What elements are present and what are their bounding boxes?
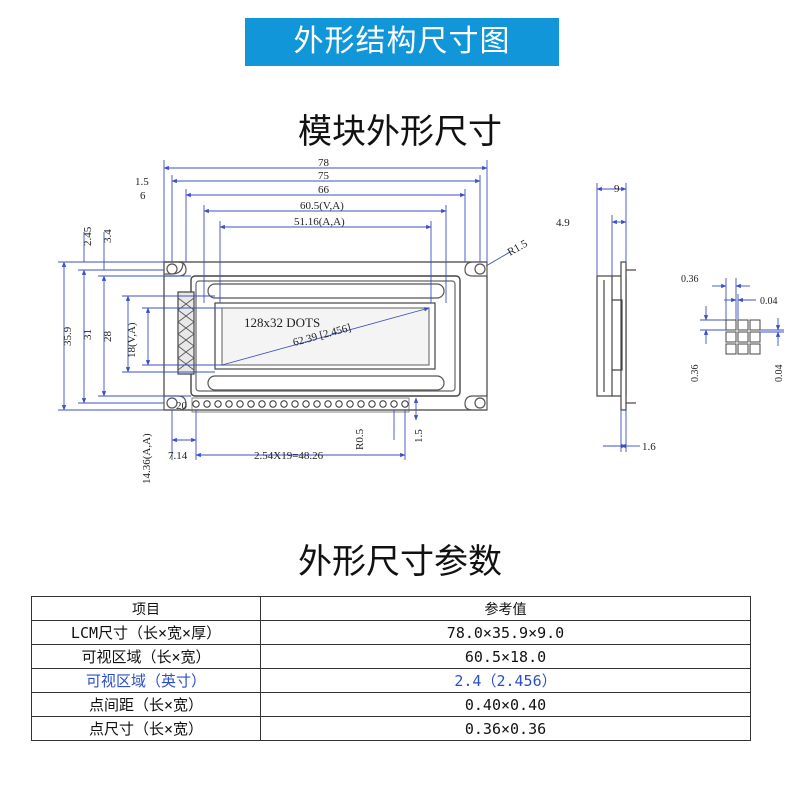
dim-va-height: 18(V,A) [126,322,138,358]
dim-hole-offset: 6 [140,190,146,202]
dim-height-28: 28 [102,331,114,343]
dim-pin-length: 1.5 [413,429,425,443]
table-cell-value: 78.0×35.9×9.0 [260,620,751,645]
dim-pin-pitch: 2.54X19=48.26 [254,450,324,462]
table-cell-value: 2.4（2.456） [260,668,751,693]
dim-side-1-6: 1.6 [642,441,656,453]
table-cell-item: 可视区域（英寸） [31,668,261,693]
dim-pin-offset: 7.14 [168,450,188,462]
table-header-value: 参考值 [260,596,751,621]
table-cell-item: 点尺寸（长×宽） [31,716,261,741]
dim-aa-width: 51.16(A,A) [294,216,345,228]
pin-header [192,400,409,408]
dim-side-width: 9 [614,183,620,195]
dim-top-2-45: 2.45 [82,226,94,246]
dim-pin-radius: R0.5 [354,428,366,450]
dim-corner-radius: R1.5 [506,237,531,258]
dim-side-4-9: 4.9 [556,217,570,229]
dim-dot-gap-h: 0.04 [760,296,778,307]
table-cell-value: 0.40×0.40 [260,692,751,717]
dim-hole-pitch: 66 [318,184,330,196]
dim-height-31: 31 [82,329,94,340]
outline-drawing: 78 75 66 60.5(V,A) 51.16(A,A) 1.5 6 2.45… [58,157,785,484]
table-row: 点间距（长×宽） 0.40×0.40 [31,692,751,717]
table-row: LCM尺寸（长×宽×厚） 78.0×35.9×9.0 [31,620,751,645]
table-row: 可视区域（英寸） 2.4（2.456） [31,668,751,693]
dim-dot-gap-v: 0.04 [774,365,785,383]
outline-title: 模块外形尺寸 [298,112,502,152]
table-cell-item: 点间距（长×宽） [31,692,261,717]
section-banner: 外形结构尺寸图 [245,18,559,66]
dim-aa-height: 14.36(A,A) [141,433,153,484]
dim-overall-width: 78 [318,157,330,169]
dots-resolution-label: 128x32 DOTS [244,315,320,330]
dim-dot-size-v: 0.36 [690,365,701,383]
dim-pcb-width: 75 [318,170,330,182]
dim-edge-left: 1.5 [135,176,149,188]
table-cell-item: 可视区域（长×宽） [31,644,261,669]
params-title: 外形尺寸参数 [298,542,502,582]
table-row: 可视区域（长×宽） 60.5×18.0 [31,644,751,669]
dim-height-total: 35.9 [62,326,74,346]
table-row: 点尺寸（长×宽） 0.36×0.36 [31,716,751,741]
dim-top-3-4: 3.4 [102,229,114,243]
dim-va-width: 60.5(V,A) [300,200,344,212]
pin-20-label: 20 [176,400,188,412]
table-header-row: 项目 参考值 [31,596,751,621]
params-table: 项目 参考值 LCM尺寸（长×宽×厚） 78.0×35.9×9.0 可视区域（长… [31,596,751,741]
table-cell-value: 0.36×0.36 [260,716,751,741]
table-header-item: 项目 [31,596,261,621]
dim-dot-size-h: 0.36 [681,274,699,285]
side-view [596,261,636,411]
dot-detail [725,319,761,355]
table-cell-value: 60.5×18.0 [260,644,751,669]
table-cell-item: LCM尺寸（长×宽×厚） [31,620,261,645]
